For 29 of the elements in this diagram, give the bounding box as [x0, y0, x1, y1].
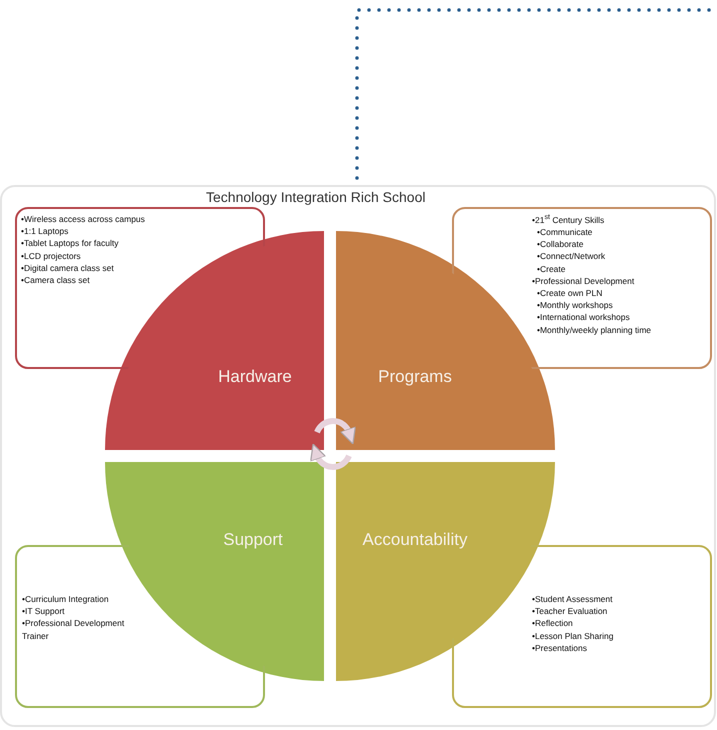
segment-label: Hardware — [218, 367, 292, 387]
list-item: •Communicate — [537, 226, 594, 238]
list-item: •Reflection — [532, 617, 574, 630]
list-item: •Monthly/weekly planning time — [537, 324, 652, 336]
list-item: •Teacher Evaluation — [532, 605, 608, 618]
list-item: •Lesson Plan Sharing — [532, 630, 614, 642]
list-item: •Digital camera class set — [21, 262, 115, 274]
list-item: •Wireless access across campus — [21, 213, 146, 226]
segment-label: Programs — [378, 367, 452, 387]
list-item: •Curriculum Integration — [22, 593, 110, 606]
list-item: •Create — [537, 262, 566, 275]
diagram-title: Technology Integration Rich School — [206, 189, 426, 205]
list-item: •Monthly workshops — [537, 299, 614, 312]
list-item: •IT Support — [22, 605, 66, 618]
list-item: •21$^{st}$ Century Skills — [532, 212, 606, 226]
list-item: •Tablet Laptops for faculty — [21, 237, 120, 250]
list-item: •Professional Development Trainer — [22, 617, 126, 642]
list-item: •Presentations — [532, 642, 588, 654]
list-item: •Camera class set — [21, 274, 91, 286]
list-item: •Connect/Network — [537, 250, 606, 263]
segment-label: Support — [223, 530, 283, 550]
list-item: •International workshops — [537, 311, 631, 324]
list-item: •Collaborate — [537, 238, 584, 250]
list-item: •Student Assessment — [532, 593, 614, 606]
list-item: •LCD projectors — [21, 250, 82, 262]
list-item: •Professional Development — [532, 274, 636, 288]
list-item: •1:1 Laptops — [21, 225, 70, 238]
segment-label: Accountability — [362, 530, 468, 550]
list-item: •Create own PLN — [537, 287, 604, 300]
